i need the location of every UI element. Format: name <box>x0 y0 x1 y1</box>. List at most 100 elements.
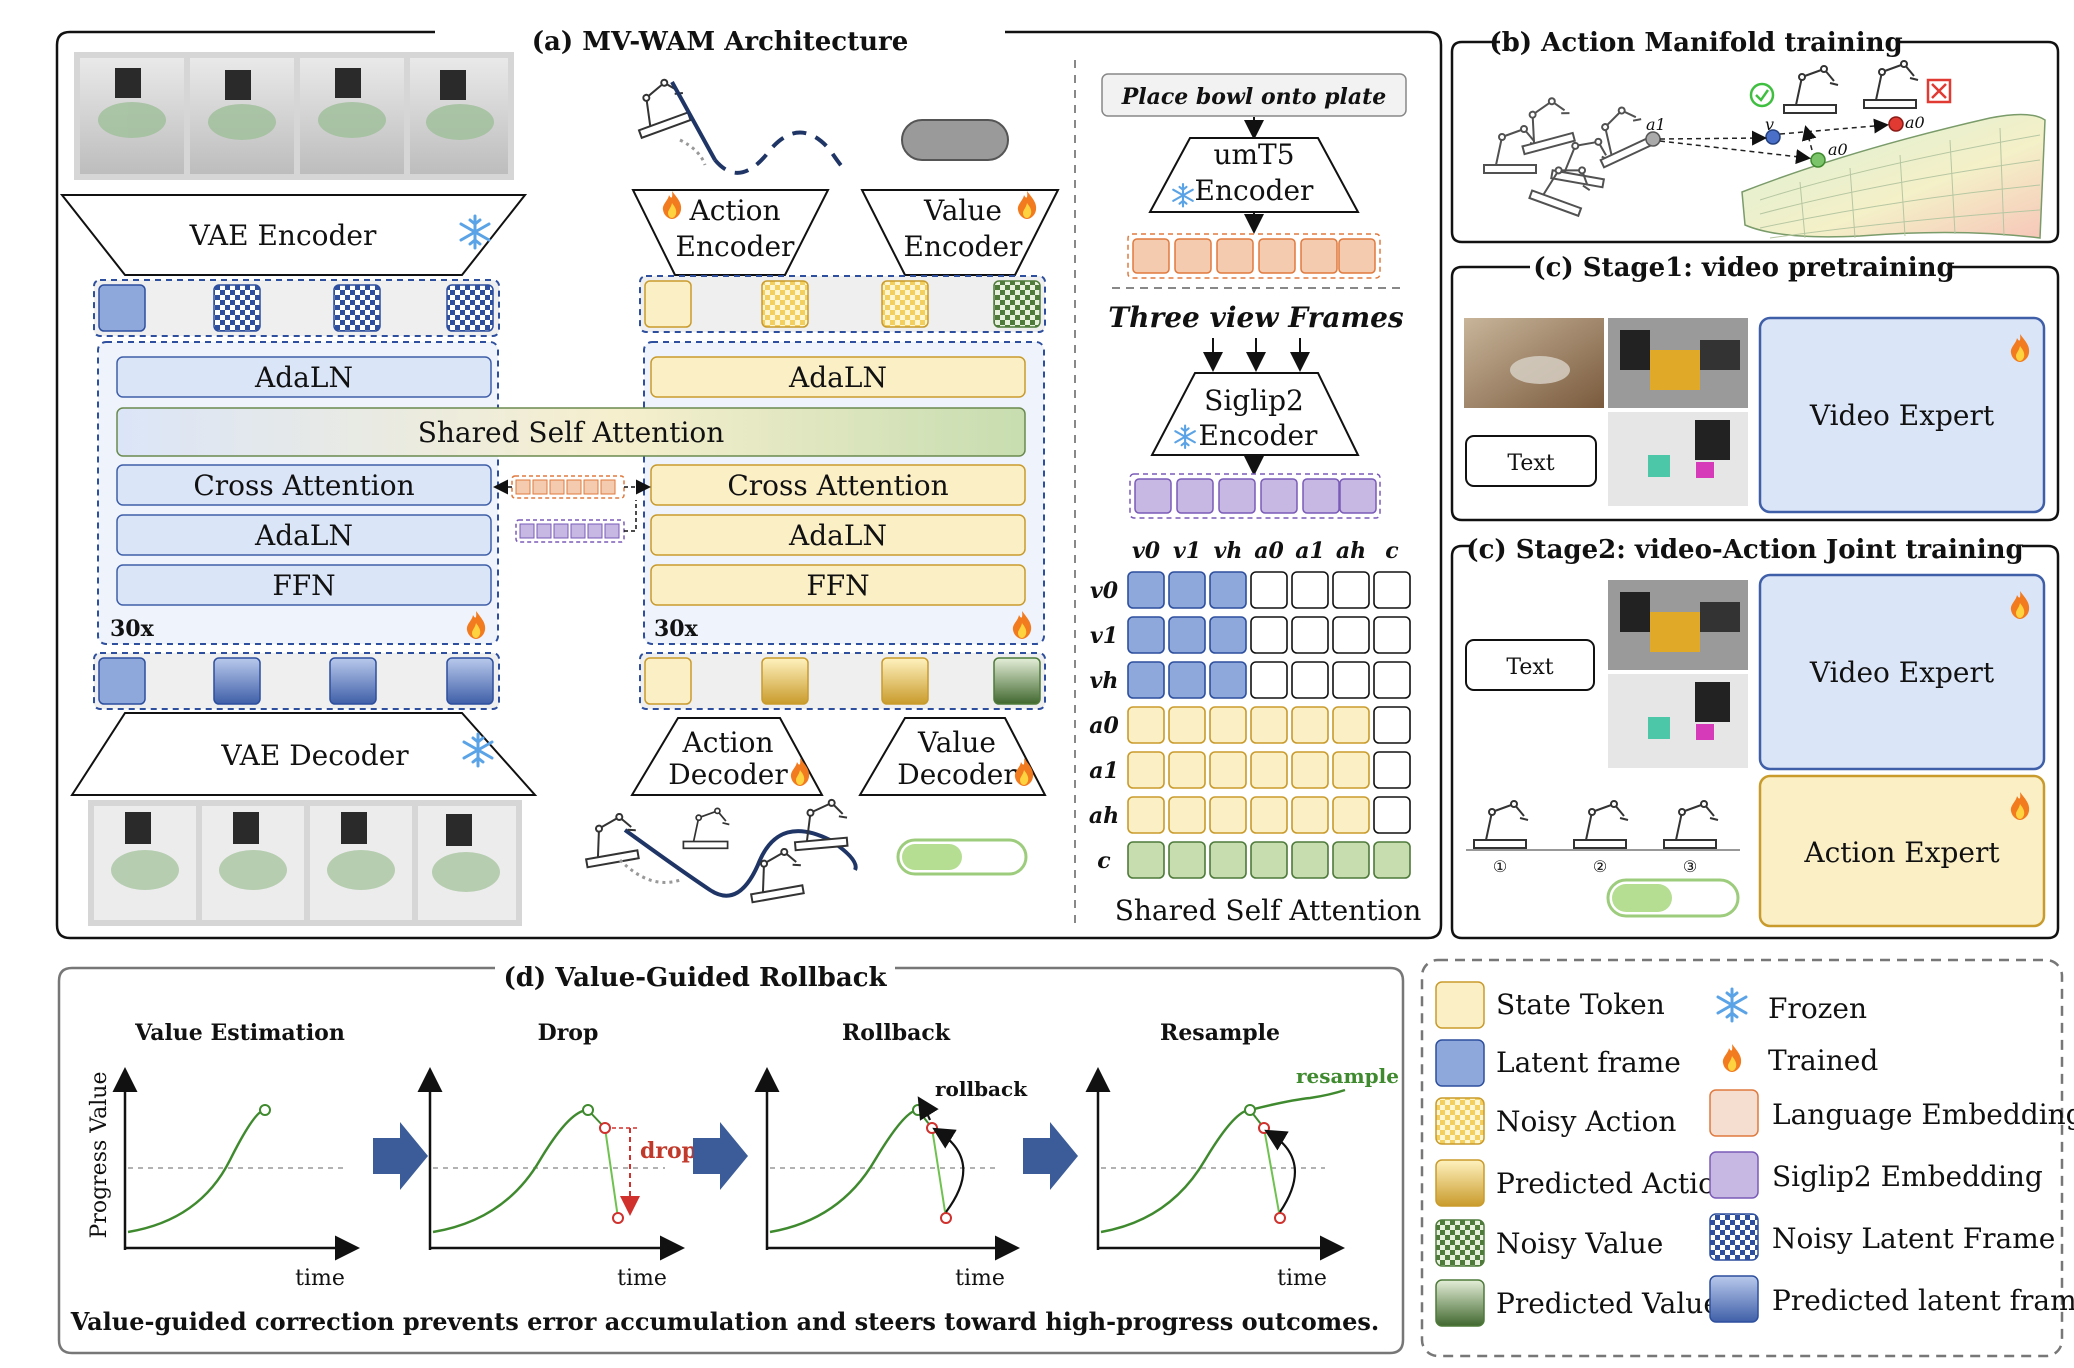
action-encoder-shape <box>631 189 830 276</box>
point-a0-label: a0 <box>1828 140 1848 159</box>
attn-cell <box>1373 841 1411 879</box>
panel-d-title: (d) Value-Guided Rollback <box>503 963 887 993</box>
swatch-predicted-value <box>1435 1279 1485 1327</box>
attn-cell <box>1250 841 1288 879</box>
attn-row-label: c <box>1097 848 1111 874</box>
value-bar-c2 <box>1606 878 1740 918</box>
video-expert-label-2: Video Expert <box>1809 656 1995 689</box>
three-view-frames-label: Three view Frames <box>1108 301 1404 334</box>
left-block-2: AdaLN <box>254 519 353 552</box>
attn-cell <box>1250 751 1288 789</box>
rollback-label: rollback <box>935 1077 1028 1101</box>
attn-cell <box>1250 661 1288 699</box>
time-label-3: time <box>1277 1266 1327 1291</box>
right-block-2: AdaLN <box>788 519 887 552</box>
siglip2-encoder-shape <box>1150 372 1360 456</box>
attn-cell <box>1127 796 1165 834</box>
manifold-grid <box>1759 127 2041 239</box>
step-2: ② <box>1593 857 1607 876</box>
attn-cell <box>1127 751 1165 789</box>
attn-col-label: c <box>1385 538 1399 564</box>
left-block-1: Cross Attention <box>193 469 414 502</box>
action-decoder-shape <box>630 717 824 796</box>
siglip2-embedding-strip <box>1129 473 1381 519</box>
attn-cell <box>1209 616 1247 654</box>
right-block-0: AdaLN <box>788 361 887 394</box>
value-decoder-shape <box>858 717 1047 796</box>
attn-row-label: a0 <box>1089 713 1119 739</box>
cross-attention-embeddings <box>493 475 651 543</box>
attn-cell <box>1168 661 1206 699</box>
action-encoder-label-2: Encoder <box>676 230 796 263</box>
action-transformer-stack: AdaLN Cross Attention AdaLN FFN 30x <box>643 341 1045 645</box>
value-encoder-label-1: Value <box>923 194 1002 227</box>
attn-cell <box>1291 661 1329 699</box>
input-frames <box>74 52 514 180</box>
attn-cell <box>1291 706 1329 744</box>
attn-cell <box>1168 841 1206 879</box>
video-expert-box <box>1758 316 2046 514</box>
action-expert-box <box>1758 774 2046 928</box>
point-a0-hat-label: a0 <box>1905 113 1925 132</box>
shared-self-attention-bar <box>116 407 1026 457</box>
text-input-label: Text <box>1507 451 1554 476</box>
panel-d-caption: Value-guided correction prevents error a… <box>70 1307 1380 1336</box>
attn-cell <box>1291 751 1329 789</box>
swatch-state-token <box>1435 981 1485 1029</box>
swatch-noisy-value <box>1435 1219 1485 1267</box>
attn-col-label: a1 <box>1295 538 1325 564</box>
panel-c-stage1: (c) Stage1: video pretraining Text Video… <box>1450 253 2060 522</box>
attn-row-label: v0 <box>1090 578 1119 604</box>
umt5-encoder-label-1: umT5 <box>1213 138 1294 171</box>
umt5-encoder-shape <box>1148 137 1360 213</box>
subplot-resample: resample time <box>1085 1064 1399 1291</box>
legend-left-2: Noisy Action <box>1496 1105 1676 1138</box>
shared-self-attention-label: Shared Self Attention <box>418 416 725 449</box>
legend-right-5: Predicted latent frame <box>1772 1284 2074 1317</box>
action-manifold-surface <box>1741 113 2046 239</box>
progress-value-axis-label: Progress Value <box>87 1072 112 1239</box>
attn-cell <box>1209 751 1247 789</box>
legend-left-1: Latent frame <box>1496 1046 1681 1079</box>
attn-cell <box>1332 841 1370 879</box>
attn-cell <box>1373 616 1411 654</box>
attn-cell <box>1373 706 1411 744</box>
subplot-value-estimation: time <box>112 1067 360 1291</box>
subplot-rollback: rollback time <box>754 1067 1028 1291</box>
left-block-0: AdaLN <box>254 361 353 394</box>
attn-cell <box>1127 841 1165 879</box>
attn-cell <box>1291 571 1329 609</box>
attn-cell <box>1168 796 1206 834</box>
attn-cell <box>1373 661 1411 699</box>
action-decoder-label-1: Action <box>682 726 774 759</box>
right-block-1: Cross Attention <box>727 469 948 502</box>
subplot-title-1: Drop <box>538 1020 599 1046</box>
panel-d: (d) Value-Guided Rollback Value Estimati… <box>57 963 1405 1355</box>
swatch-noisy-action <box>1435 1097 1485 1145</box>
attn-cell <box>1127 706 1165 744</box>
action-decoder-label-2: Decoder <box>668 758 788 791</box>
attn-row-label: v1 <box>1090 623 1118 649</box>
attn-cell <box>1168 751 1206 789</box>
legend-left-5: Predicted Value <box>1496 1287 1720 1320</box>
attn-cell <box>1250 616 1288 654</box>
attn-cell <box>1127 616 1165 654</box>
legend-left-0: State Token <box>1496 988 1665 1021</box>
attn-cell <box>1168 706 1206 744</box>
attn-col-label: ah <box>1336 538 1366 564</box>
subplot-title-2: Rollback <box>842 1020 951 1046</box>
legend-left-3: Predicted Action <box>1496 1167 1733 1200</box>
attn-cell <box>1168 616 1206 654</box>
panel-b: (b) Action Manifold training a1 v a0 a0 <box>1450 28 2060 244</box>
vae-encoder-label: VAE Encoder <box>189 219 377 252</box>
attn-cell <box>1168 571 1206 609</box>
text-input-box <box>1465 435 1597 487</box>
attn-col-label: v0 <box>1132 538 1161 564</box>
attn-cell <box>1332 796 1370 834</box>
siglip2-encoder-label-2: Encoder <box>1199 419 1319 452</box>
panel-c-stage2: (c) Stage2: video-Action Joint training … <box>1450 535 2060 940</box>
left-repeat-label: 30x <box>110 616 155 642</box>
legend-right-2: Language Embedding <box>1772 1098 2074 1131</box>
instruction-text: Place bowl onto plate <box>1121 84 1387 110</box>
